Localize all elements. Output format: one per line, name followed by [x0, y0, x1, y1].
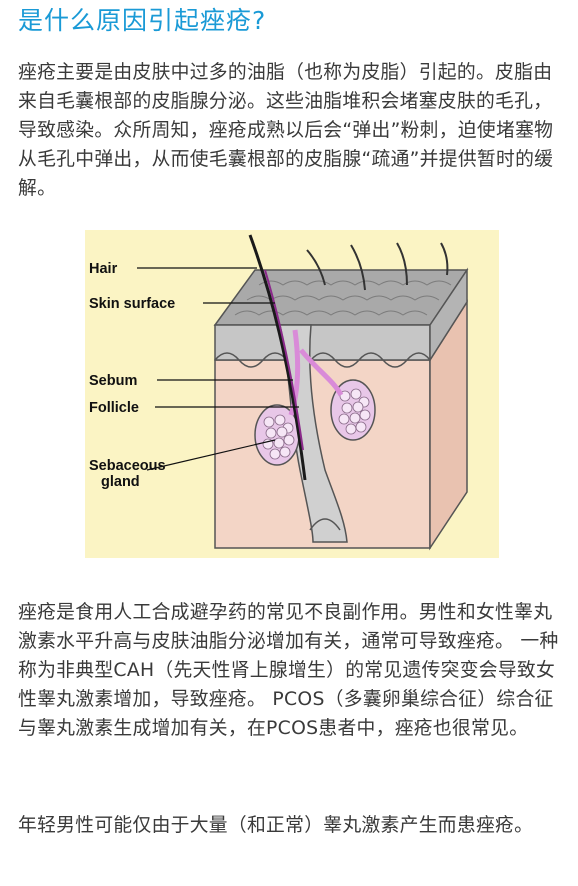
skin-front-layer	[214, 324, 431, 361]
label-follicle: Follicle	[89, 400, 139, 416]
main-hair	[248, 234, 307, 481]
label-skin-surface: Skin surface	[89, 296, 175, 312]
skin-texture	[234, 280, 452, 316]
paragraph-hormones: 痤疮是食用人工合成避孕药的常见不良副作用。男性和女性睾丸激素水平升高与皮肤油脂分…	[18, 602, 559, 739]
sebaceous-gland-leader	[146, 439, 276, 471]
label-hair: Hair	[89, 261, 118, 277]
acne-diagram: Hair Skin surface Sebum Follicle Sebaceo…	[85, 230, 499, 558]
label-gland: gland	[101, 474, 140, 490]
main-hair-tint	[264, 269, 304, 451]
label-sebum: Sebum	[89, 373, 137, 389]
surface-hairs	[306, 242, 449, 291]
follicle-bulb	[309, 518, 341, 531]
label-sebaceous: Sebaceous	[89, 458, 166, 474]
skin-side-layer	[429, 267, 468, 363]
sebaceous-gland-right	[330, 379, 376, 441]
dermis-wave	[214, 352, 431, 368]
page-title: 是什么原因引起痤疮?	[18, 6, 267, 35]
paragraph-cause: 痤疮主要是由皮肤中过多的油脂（也称为皮脂）引起的。皮脂由来自毛囊根部的皮脂腺分泌…	[18, 62, 554, 199]
paragraph-young-men: 年轻男性可能仅由于大量（和正常）睾丸激素产生而患痤疮。	[18, 815, 534, 836]
sebum-right	[299, 348, 344, 397]
